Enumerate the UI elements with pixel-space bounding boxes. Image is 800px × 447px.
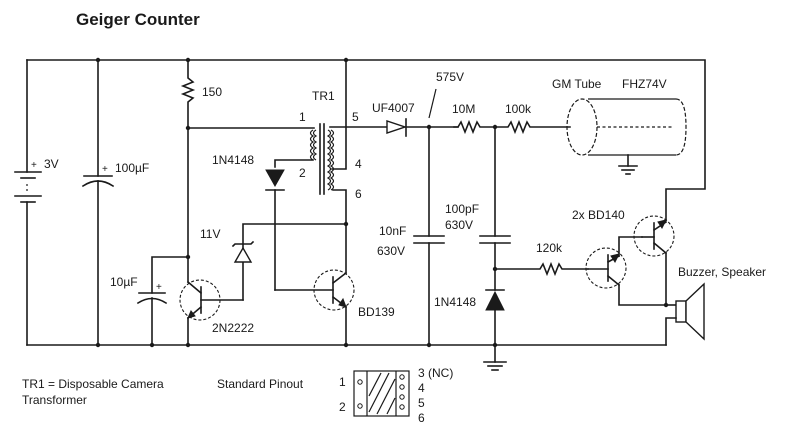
transistor-bd139: BD139 <box>274 223 395 348</box>
tr1-label: TR1 <box>312 89 335 103</box>
res-10m-label: 10M <box>452 102 475 116</box>
res-100k-label: 100k <box>505 102 532 116</box>
svg-text:+: + <box>31 160 37 171</box>
gm-tube-label: GM Tube <box>552 77 602 91</box>
cap-10nf-label-1: 10nF <box>379 224 406 238</box>
capacitor-100pf: 100pF 630V <box>445 124 511 291</box>
diode-1n4148-top: 1N4148 <box>212 153 285 291</box>
pinout-left-pin-1: 1 <box>339 375 346 389</box>
cap-100pf-label-1: 100pF <box>445 202 479 216</box>
pinout-right-pin-6: 6 <box>418 411 425 425</box>
battery-3v: + 3V <box>14 59 59 346</box>
cap-10nf-label-2: 630V <box>377 244 405 258</box>
transformer-pinout-diagram: 1 2 3 (NC) 4 5 6 <box>339 366 453 425</box>
top-rail-wire <box>26 59 706 221</box>
buzzer-speaker: Buzzer, Speaker <box>665 265 766 346</box>
resistor-150: 150 <box>180 57 315 260</box>
uf4007-label: UF4007 <box>372 101 415 115</box>
tr1-pin1: 1 <box>299 110 306 124</box>
diode-bottom-label: 1N4148 <box>434 295 476 309</box>
svg-text:+: + <box>102 164 108 175</box>
pinout-right-pin-4: 4 <box>418 381 425 395</box>
battery-label: 3V <box>44 157 59 171</box>
pinout-left-pin-2: 2 <box>339 400 346 414</box>
tr1-pin4: 4 <box>355 157 362 171</box>
tr1-pin2: 2 <box>299 166 306 180</box>
cap-10uf-label: 10µF <box>110 275 138 289</box>
voltage-575-label: 575V <box>436 70 464 84</box>
transformer-tr1: TR1 1 2 5 4 6 <box>274 57 387 225</box>
cap-100uf-label: 100µF <box>115 161 149 175</box>
pinout-right-pin-3: 3 (NC) <box>418 366 453 380</box>
diode-top-label: 1N4148 <box>212 153 254 167</box>
tr1-pin6: 6 <box>355 187 362 201</box>
svg-text:+: + <box>156 282 162 293</box>
tr1-note-line1: TR1 = Disposable Camera <box>22 377 164 391</box>
capacitor-10nf: 10nF <box>379 124 445 348</box>
pinout-title: Standard Pinout <box>217 377 304 391</box>
diode-1n4148-bottom: 1N4148 <box>434 266 507 371</box>
transistor-bd140-pair: 2x BD140 <box>572 208 675 308</box>
zener-label: 11V <box>200 227 220 241</box>
voltage-575v-marker: 575V <box>428 70 464 119</box>
resistor-100k: 100k <box>494 102 571 135</box>
diode-uf4007: UF4007 <box>372 101 459 137</box>
res-150-label: 150 <box>202 85 222 99</box>
transistor-2n2222: 2N2222 <box>179 256 254 348</box>
capacitor-100uf: + 100µF <box>81 57 149 348</box>
cap-100pf-label-2: 630V <box>445 218 473 232</box>
gm-tube: GM Tube FHZ74V <box>552 77 687 175</box>
capacitor-10uf: + 10µF <box>110 256 189 348</box>
speaker-label: Buzzer, Speaker <box>678 265 766 279</box>
q-2n2222-label: 2N2222 <box>212 321 254 335</box>
res-120k-label: 120k <box>536 241 563 255</box>
resistor-120k: 120k <box>494 241 589 277</box>
gm-model-label: FHZ74V <box>622 77 667 91</box>
q-bd139-label: BD139 <box>358 305 395 319</box>
tr1-note-line2: Transformer <box>22 393 87 407</box>
resistor-10m: 10M <box>452 102 496 135</box>
zener-11v: 11V <box>200 221 349 301</box>
schematic-title: Geiger Counter <box>76 10 200 29</box>
tr1-pin5: 5 <box>352 110 359 124</box>
pinout-right-pin-5: 5 <box>418 396 425 410</box>
q-bd140-label: 2x BD140 <box>572 208 625 222</box>
